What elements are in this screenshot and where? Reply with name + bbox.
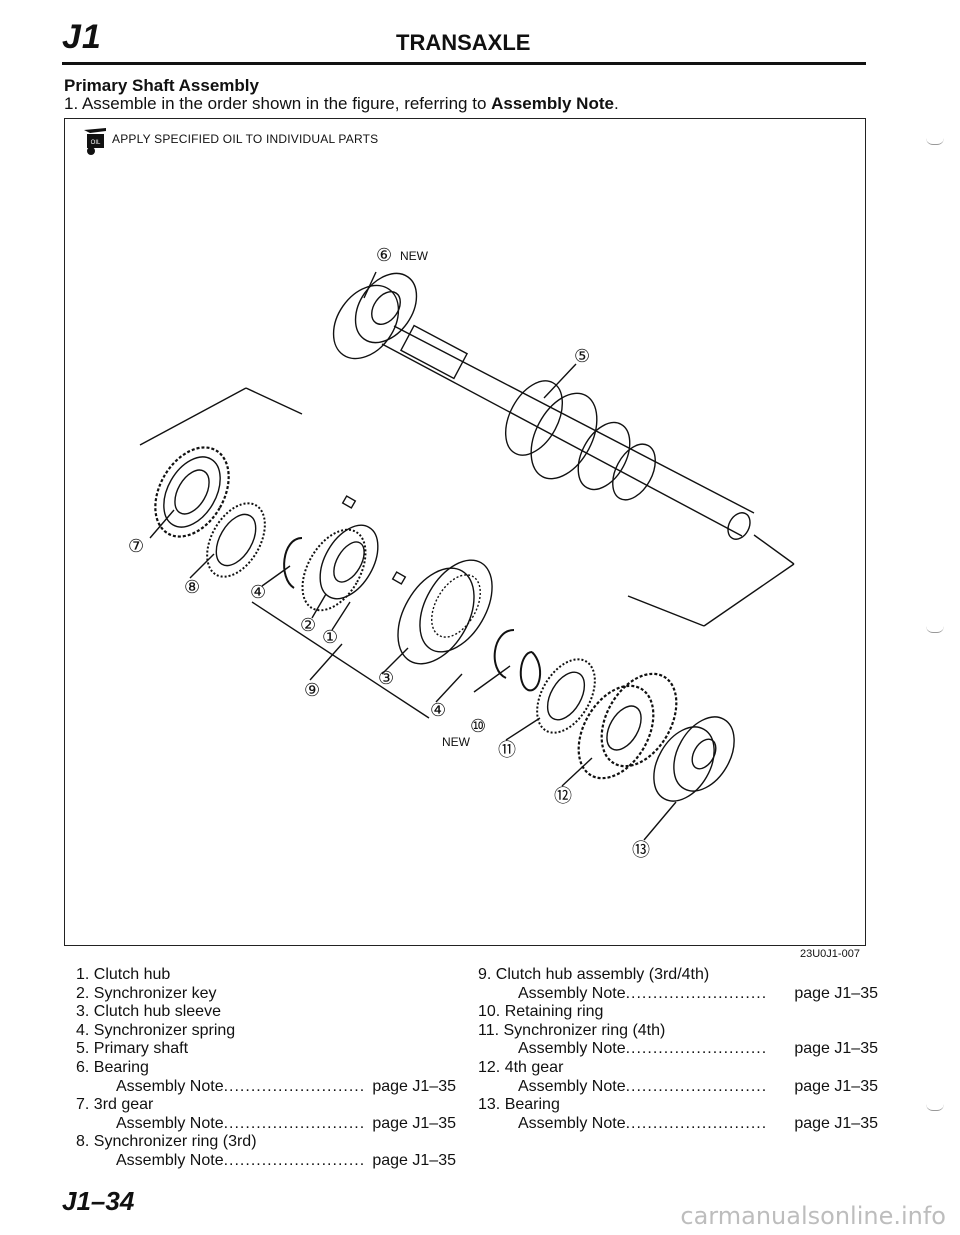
bearing-6-drawing [332,272,418,360]
list-item: 10. Retaining ring [478,1003,604,1021]
figure-frame [64,118,866,946]
callout-8: ⑧ [184,577,200,597]
leader-line [627,595,705,627]
leader-line [245,387,303,415]
section-heading: Primary Shaft Assembly [64,76,259,95]
third-gear-drawing [154,446,230,538]
instruction-end: . [613,94,619,113]
oil-can-icon: OIL [82,126,110,161]
edge-mark [926,138,944,145]
page-ref: page J1–35 [372,1077,456,1095]
list-item: 5. Primary shaft [76,1040,189,1058]
page-ref: page J1–35 [794,984,878,1002]
page-ref: page J1–35 [794,1077,878,1095]
callout-11: ⑪ [498,740,516,760]
note-leader: .......................... [625,1114,768,1132]
list-item: 7. 3rd gear [76,1096,154,1114]
callout-6: ⑥ [376,245,392,265]
list-item: 1. Clutch hub [76,966,171,983]
leader-line [251,601,430,719]
figure-code: 23U0J1-007 [800,948,860,960]
note-label: Assembly Note [518,1040,626,1058]
assembly-note-ref: Assembly Note.......................... p… [478,1115,878,1134]
callout-2: ② [300,615,316,635]
callout-7: ⑦ [128,536,144,556]
note-label: Assembly Note [518,984,626,1002]
note-label: Assembly Note [116,1077,224,1095]
callout-4-right: ④ [430,700,446,720]
page-ref: page J1–35 [794,1114,878,1132]
sync-ring-3rd-drawing [206,502,266,578]
callout-12: ⑫ [554,786,572,806]
list-item: 12. 4th gear [478,1058,564,1076]
primary-shaft-exploded-view: ⑥ NEW ⑤ ⑦ ⑧ ④ ② ① ⑨ ③ ④ ⑩ NEW ⑪ ⑫ ⑬ [128,245,795,860]
callout-9: ⑨ [304,680,320,700]
fourth-gear-drawing [577,672,678,780]
new-label-6: NEW [400,249,429,263]
list-item: 4. Synchronizer spring [76,1021,236,1039]
callout-10: ⑩ [470,716,486,736]
callout-5: ⑤ [574,346,590,366]
parts-list-left: 1. Clutch hub 2. Synchronizer key 3. Clu… [76,966,456,1171]
callout-labels: ⑥ NEW ⑤ ⑦ ⑧ ④ ② ① ⑨ ③ ④ ⑩ NEW ⑪ ⑫ ⑬ [128,245,650,860]
callout-4-left: ④ [250,582,266,602]
callout-1: ① [322,627,338,647]
note-label: Assembly Note [518,1077,626,1095]
note-label: Assembly Note [518,1114,626,1132]
assembly-note-ref: Assembly Note.......................... p… [76,1115,456,1134]
note-leader: .......................... [625,1077,768,1095]
callout-13: ⑬ [632,840,650,860]
edge-mark [926,626,944,633]
note-leader: .......................... [625,984,768,1002]
leader-line [139,387,247,446]
page-ref: page J1–35 [794,1040,878,1058]
list-item: 2. Synchronizer key [76,984,217,1002]
assembly-note-ref: Assembly Note.......................... p… [478,1040,878,1059]
note-leader: .......................... [223,1114,366,1132]
note-leader: .......................... [625,1040,768,1058]
page-ref: page J1–35 [372,1114,456,1132]
assembly-note-ref: Assembly Note.......................... p… [478,985,878,1004]
page-number: J1–34 [62,1186,135,1216]
oil-instruction: APPLY SPECIFIED OIL TO INDIVIDUAL PARTS [112,132,379,146]
leader-line [703,563,795,627]
clutch-hub-sleeve-drawing [397,559,493,665]
page-ref: page J1–35 [372,1151,456,1169]
watermark: carmanualsonline.info [680,1202,946,1230]
page-title: TRANSAXLE [396,30,531,55]
list-item: 6. Bearing [76,1058,149,1076]
sync-key-drawing [391,571,407,585]
clutch-hub-drawing [301,524,379,612]
primary-shaft-drawing [381,324,755,540]
list-item: 8. Synchronizer ring (3rd) [76,1133,257,1151]
note-label: Assembly Note [116,1151,224,1169]
header-rule [62,62,866,65]
section-code: J1 [62,18,102,56]
note-label: Assembly Note [116,1114,224,1132]
new-label-10: NEW [442,735,471,749]
sync-spring-drawing [283,537,303,589]
assembly-note-ref: Assembly Note.......................... p… [478,1078,878,1097]
assembly-note-ref: Assembly Note.......................... p… [76,1152,456,1171]
assembly-note-ref: Assembly Note.......................... p… [76,1078,456,1097]
callout-3: ③ [378,668,394,688]
sync-ring-4th-drawing [536,658,596,734]
note-leader: .......................... [223,1077,366,1095]
assembly-note-reference: Assembly Note [491,94,614,113]
sync-key-drawing [341,495,357,509]
list-item: 3. Clutch hub sleeve [76,1003,221,1021]
parts-list-right: 9. Clutch hub assembly (3rd/4th) Assembl… [478,966,878,1133]
assembly-instruction: 1. Assemble in the order shown in the fi… [64,94,619,114]
leader-line [753,534,795,565]
retaining-ring-drawing [519,651,542,692]
oil-icon-label: OIL [91,140,101,146]
edge-mark [926,1104,944,1111]
bearing-13-drawing [653,716,735,802]
list-item: 13. Bearing [478,1096,560,1114]
instruction-text: 1. Assemble in the order shown in the fi… [64,94,492,113]
list-item: 11. Synchronizer ring (4th) [478,1021,666,1039]
note-leader: .......................... [223,1151,366,1169]
sync-spring-drawing [493,629,515,679]
list-item: 9. Clutch hub assembly (3rd/4th) [478,966,710,983]
